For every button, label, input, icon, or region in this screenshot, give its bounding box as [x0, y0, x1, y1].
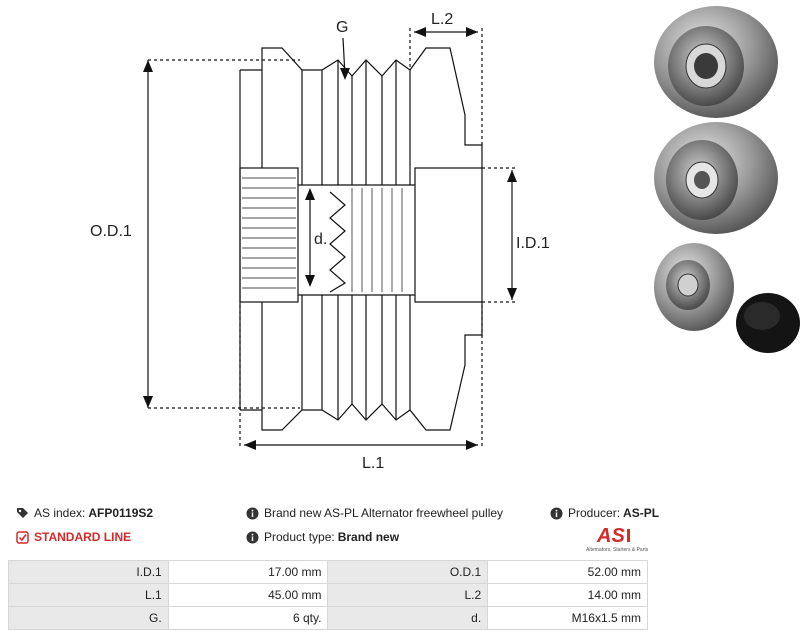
- spec-label: L.2: [327, 583, 489, 607]
- spec-label: G.: [8, 606, 169, 630]
- label-d: d.: [314, 231, 327, 248]
- product-type: Product type: Brand new: [246, 530, 399, 544]
- standard-line: STANDARD LINE: [16, 530, 131, 544]
- photo-pulley-angled: [654, 243, 734, 331]
- label-id1: I.D.1: [516, 235, 550, 252]
- as-logo: AS Alternators, Starters & Parts: [583, 524, 651, 554]
- as-index: AS index: AFP0119S2: [16, 506, 153, 520]
- label-od1: O.D.1: [90, 223, 132, 240]
- description-text: Brand new AS-PL Alternator freewheel pul…: [264, 506, 504, 520]
- photo-pulley-front: [654, 6, 778, 118]
- info-icon: [246, 507, 259, 519]
- product-photos: [654, 6, 800, 353]
- spec-value: 17.00 mm: [167, 560, 329, 584]
- svg-text:Alternators, Starters & Parts: Alternators, Starters & Parts: [586, 547, 649, 553]
- spec-value: 45.00 mm: [167, 583, 329, 607]
- product-type-value: Brand new: [337, 530, 400, 544]
- as-logo-mark: AS Alternators, Starters & Parts: [586, 525, 649, 553]
- product-type-label: Product type:: [264, 530, 335, 544]
- spec-label: I.D.1: [8, 560, 169, 584]
- svg-text:AS: AS: [596, 525, 625, 547]
- technical-drawing: G L.2 O.D.1 d. I.D.1 L.1: [90, 11, 550, 472]
- photo-cap: [736, 293, 800, 353]
- spec-value: 52.00 mm: [487, 560, 648, 584]
- label-l1: L.1: [362, 455, 384, 472]
- spec-value: 6 qty.: [167, 606, 329, 630]
- tags-icon: [17, 507, 28, 518]
- spec-label: d.: [327, 606, 489, 630]
- table-row: G. 6 qty. d. M16x1.5 mm: [8, 606, 648, 630]
- label-g: G: [336, 19, 348, 36]
- spec-label: L.1: [8, 583, 169, 607]
- spec-value: M16x1.5 mm: [487, 606, 648, 630]
- producer-label: Producer:: [568, 506, 621, 520]
- producer: Producer: AS-PL: [550, 506, 659, 520]
- description: Brand new AS-PL Alternator freewheel pul…: [246, 506, 503, 520]
- as-index-label: AS index:: [34, 506, 86, 520]
- table-row: L.1 45.00 mm L.2 14.00 mm: [8, 583, 648, 607]
- product-info: AS index: AFP0119S2 Brand new AS-PL Alte…: [0, 500, 800, 560]
- producer-value: AS-PL: [623, 506, 660, 520]
- photo-pulley-back: [654, 122, 778, 234]
- standard-line-label: STANDARD LINE: [34, 530, 132, 544]
- spec-value: 14.00 mm: [487, 583, 648, 607]
- info-icon: [550, 507, 563, 519]
- table-row: I.D.1 17.00 mm O.D.1 52.00 mm: [8, 560, 648, 584]
- label-l2: L.2: [431, 11, 453, 28]
- spec-label: O.D.1: [327, 560, 489, 584]
- as-index-value: AFP0119S2: [88, 506, 154, 520]
- info-icon: [246, 531, 259, 543]
- specs-table: I.D.1 17.00 mm O.D.1 52.00 mm L.1 45.00 …: [8, 560, 648, 630]
- checkbox-checked-icon: [16, 530, 29, 544]
